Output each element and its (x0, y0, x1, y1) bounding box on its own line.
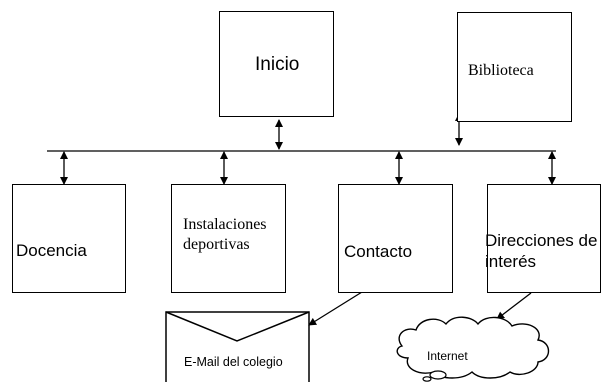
node-docencia-label: Docencia (16, 241, 87, 260)
node-direcciones-label-2: interés (485, 252, 537, 271)
node-instalaciones-label-1: Instalaciones (183, 216, 267, 233)
node-inicio: Inicio (219, 11, 334, 117)
node-instalaciones: Instalaciones deportivas (171, 184, 286, 293)
node-contacto-label: Contacto (344, 242, 413, 261)
internet-label: Internet (427, 349, 468, 363)
node-biblioteca-label: Biblioteca (468, 62, 534, 79)
node-contacto: Contacto (338, 184, 453, 293)
node-direcciones: Direcciones de interés (485, 184, 601, 293)
cloud-icon (396, 316, 550, 382)
node-biblioteca: Biblioteca (457, 12, 572, 122)
node-direcciones-label-1: Direcciones de (485, 231, 598, 250)
arrow-direcciones-internet (496, 292, 532, 320)
email-label: E-Mail del colegio (184, 355, 283, 369)
node-docencia: Docencia (12, 184, 126, 293)
arrow-contacto-email (308, 291, 363, 326)
node-inicio-label: Inicio (255, 54, 300, 75)
node-instalaciones-label-2: deportivas (183, 236, 250, 253)
envelope-icon (165, 311, 310, 382)
